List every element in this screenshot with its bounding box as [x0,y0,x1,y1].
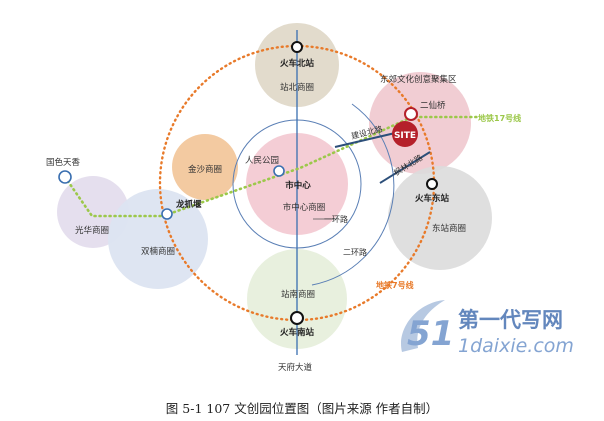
dongzhan-district-label: 东站商圈 [432,223,466,234]
site-marker [392,121,418,147]
huochebeizhan-station [291,41,303,53]
dongjiao-area-label: 东郊文化创意聚集区 [380,74,457,85]
ring2-road [311,103,395,286]
longzhuayan-station [161,208,173,220]
erxianqiao-station [404,107,418,121]
huochedongzhan-station [426,178,438,190]
watermark-logo-mark: 51 [407,314,454,354]
shizhongxin-district-label: 市中心商圈 [283,202,326,213]
watermark-name: 第一代写网 [458,308,563,332]
zhanbei-district-label: 站北商圈 [280,82,314,93]
guosetianxiang-station [58,170,72,184]
guosetianxiang-label: 国色天香 [46,157,81,168]
huochedongzhan-label: 火车东站 [415,193,450,204]
guanghua-district-label: 光华商圈 [75,225,109,236]
jinsha-district-circle [172,134,238,200]
ring2-label: 二环路 [343,247,367,257]
metro17-label: 地铁17号线 [478,113,521,123]
watermark-url: 1daixie.com [458,335,574,357]
ring1-label: 一环路 [324,214,348,224]
tianfu-avenue-label: 天府大道 [278,362,313,373]
dongzhan-district-circle [388,166,492,270]
metro7-label: 地铁7号线 [376,280,414,290]
shuangnan-district-label: 双楠商圈 [141,246,175,257]
site-label: SITE [394,131,416,141]
shuangnan-district-circle [108,189,208,289]
zhannan-district-label: 站南商圈 [281,289,315,300]
fenglin-road-segment [379,151,431,184]
metro17-line [63,115,480,218]
watermark-logo: 51 第一代写网 1daixie.com [401,300,574,357]
figure-caption: 图 5-1 107 文创园位置图（图片来源 作者自制） [165,401,439,416]
renmin-park-label: 人民公园 [245,156,279,166]
erxianqiao-label: 二仙桥 [420,100,446,111]
renmin-park-station [273,165,285,177]
huochenanzhan-station [290,311,304,325]
watermark-swoosh [401,300,445,352]
huochenanzhan-label: 火车南站 [280,327,315,338]
jinsha-district-label: 金沙商圈 [188,164,222,175]
dongjiao-district-circle [369,72,471,174]
longzhuayan-label: 龙抓堰 [175,199,202,210]
shizhongxin-label: 市中心 [285,180,311,191]
huochebeizhan-label: 火车北站 [280,58,315,69]
